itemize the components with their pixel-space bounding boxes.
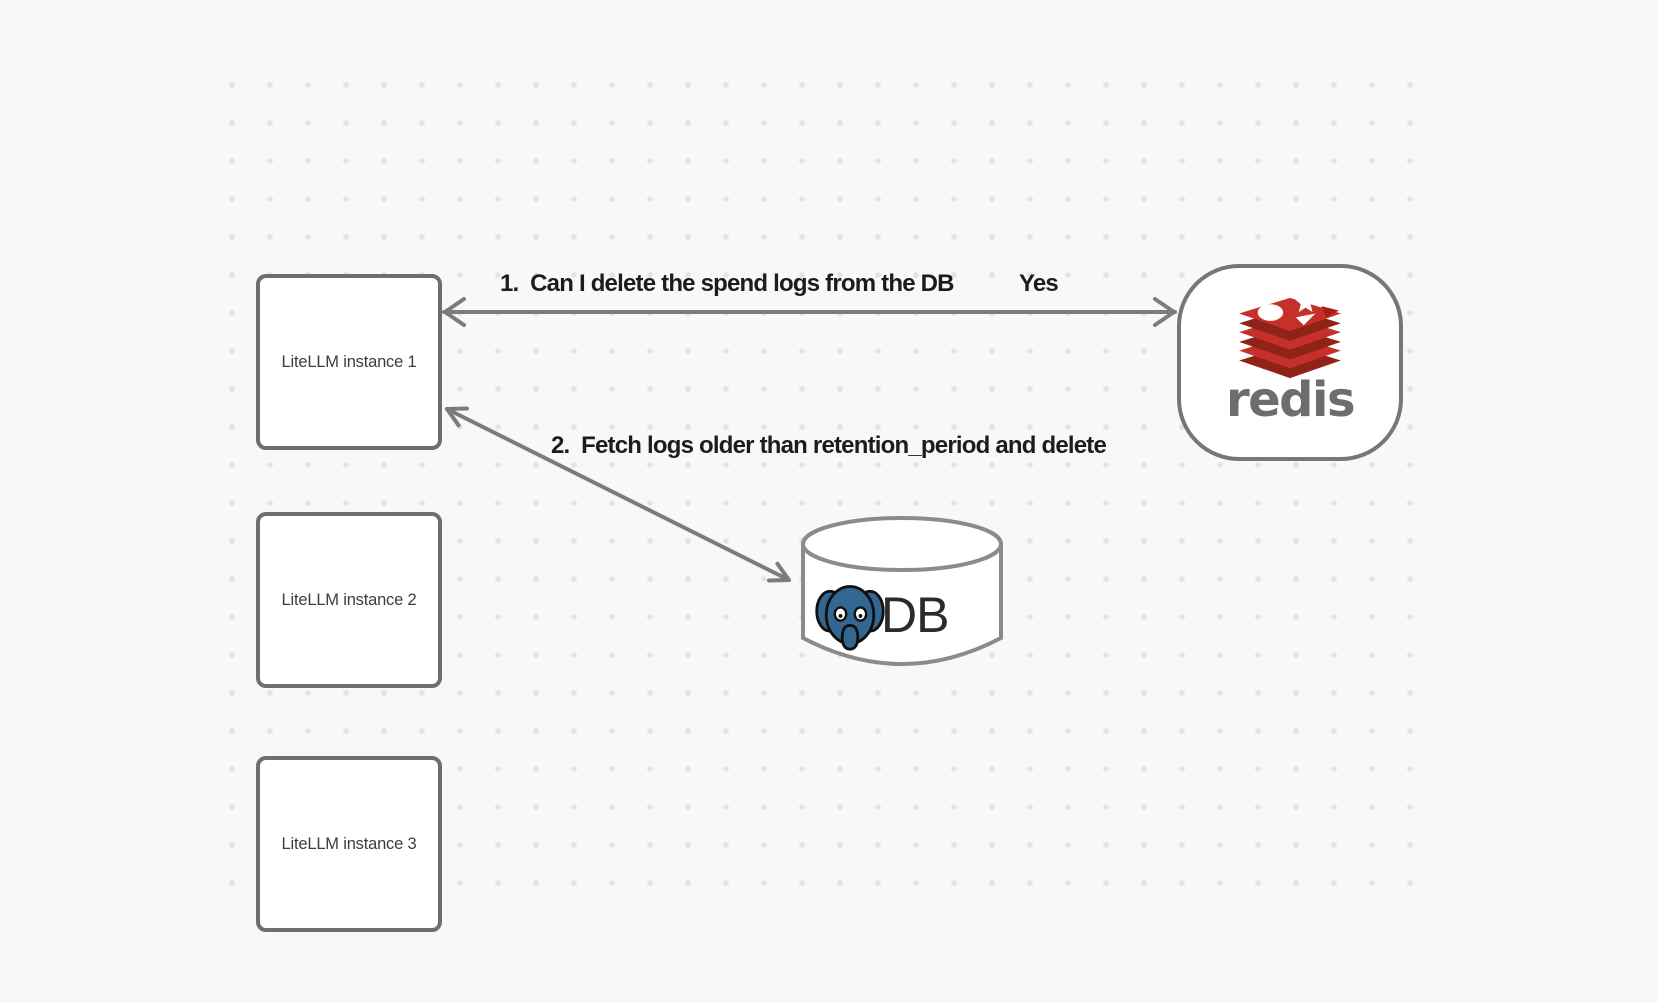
redis-wordmark: redis bbox=[1225, 372, 1356, 428]
node-litellm-instance-1[interactable]: LiteLLM instance 1 bbox=[256, 274, 442, 450]
redis-logo-icon bbox=[1239, 291, 1341, 379]
arrow-edge-2[interactable] bbox=[445, 406, 791, 583]
node-db-content[interactable]: DB bbox=[812, 575, 992, 655]
db-label: DB bbox=[881, 587, 949, 643]
node-litellm-instance-1-label: LiteLLM instance 1 bbox=[281, 352, 417, 371]
postgresql-elephant-icon bbox=[815, 585, 885, 651]
node-litellm-instance-2[interactable]: LiteLLM instance 2 bbox=[256, 512, 442, 688]
node-redis[interactable]: redis bbox=[1177, 264, 1403, 461]
node-litellm-instance-2-label: LiteLLM instance 2 bbox=[281, 590, 417, 609]
edge-1-response-label[interactable]: Yes bbox=[1019, 270, 1059, 297]
node-litellm-instance-3-label: LiteLLM instance 3 bbox=[281, 834, 417, 853]
edge-1-label[interactable]: 1. Can I delete the spend logs from the … bbox=[500, 270, 954, 297]
edge-2-label[interactable]: 2. Fetch logs older than retention_perio… bbox=[551, 432, 1107, 459]
arrow-edge-1[interactable] bbox=[442, 297, 1177, 327]
node-litellm-instance-3[interactable]: LiteLLM instance 3 bbox=[256, 756, 442, 932]
